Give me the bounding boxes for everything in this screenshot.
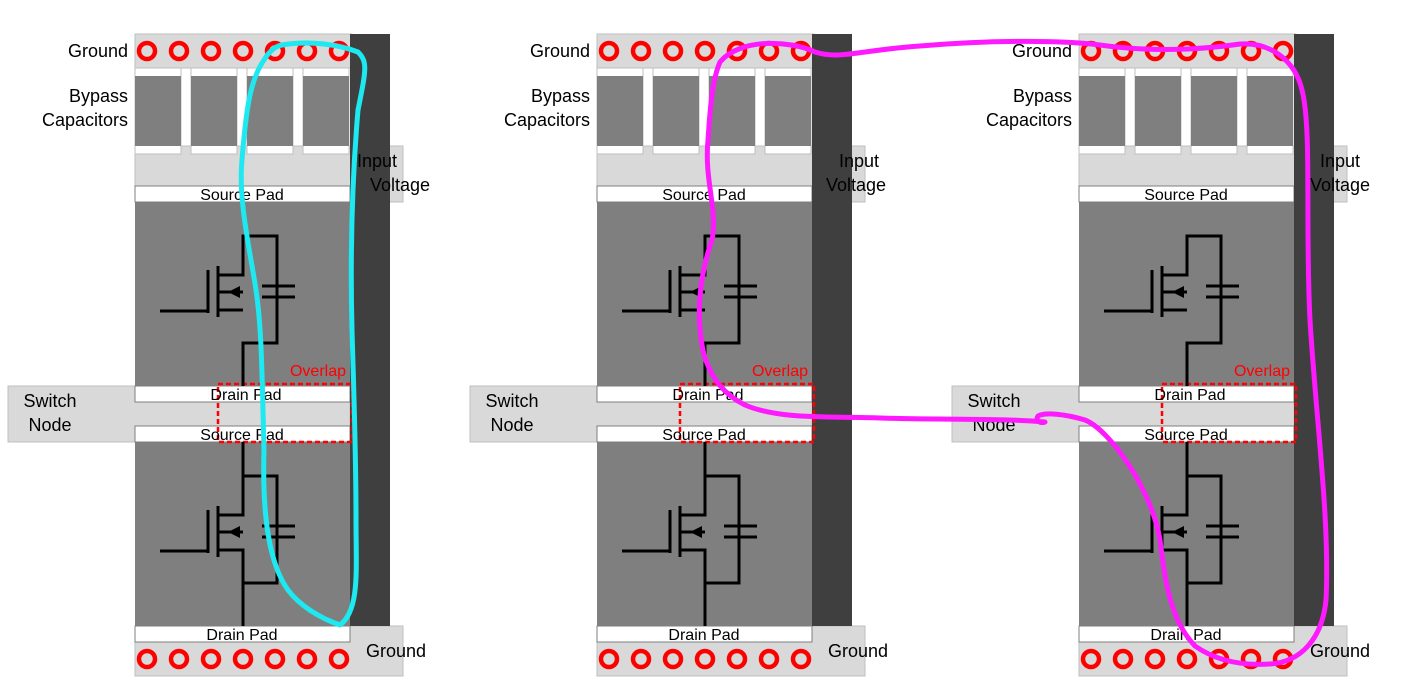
ground-label-top: Ground [530, 41, 590, 61]
drain-pad-label-mid: Drain Pad [1154, 387, 1225, 404]
overlap-label: Overlap [1234, 363, 1290, 380]
switch-label-line1: Switch [967, 391, 1020, 411]
switch-label-line1: Switch [23, 391, 76, 411]
current-loop-magenta [696, 38, 1330, 667]
drain-pad-label-bottom: Drain Pad [668, 627, 739, 644]
source-pad-label-mid: Source Pad [662, 427, 746, 444]
drain-pad-label-bottom: Drain Pad [206, 627, 277, 644]
input-label-line2: Voltage [826, 175, 886, 195]
bypass-label-line2: Capacitors [42, 110, 128, 130]
ground-label-top: Ground [68, 41, 128, 61]
switch-label-line2: Node [28, 415, 71, 435]
input-label-line1: Input [357, 151, 397, 171]
switch-label-line1: Switch [485, 391, 538, 411]
bypass-label-line2: Capacitors [504, 110, 590, 130]
panel-left: Ground Bypass Capacitors Input Voltage S… [8, 34, 430, 676]
bypass-label-line1: Bypass [1013, 86, 1072, 106]
ground-label-bottom: Ground [828, 641, 888, 661]
source-pad-label-top: Source Pad [662, 187, 746, 204]
current-loop-cyan [238, 40, 368, 628]
panel-middle: Ground Bypass Capacitors Input Voltage S… [470, 34, 888, 676]
switch-label-line2: Node [490, 415, 533, 435]
drain-pad-label-mid: Drain Pad [210, 387, 281, 404]
overlap-label: Overlap [752, 363, 808, 380]
ground-label-top: Ground [1012, 41, 1072, 61]
input-label-line2: Voltage [1310, 175, 1370, 195]
input-label-line2: Voltage [370, 175, 430, 195]
bypass-label-line1: Bypass [69, 86, 128, 106]
ground-label-bottom: Ground [366, 641, 426, 661]
source-pad-label-top: Source Pad [1144, 187, 1228, 204]
input-label-line1: Input [1320, 151, 1360, 171]
ground-label-bottom: Ground [1310, 641, 1370, 661]
source-pad-label-mid: Source Pad [200, 427, 284, 444]
bypass-label-line1: Bypass [531, 86, 590, 106]
source-pad-label-mid: Source Pad [1144, 427, 1228, 444]
overlap-label: Overlap [290, 363, 346, 380]
input-label-line1: Input [839, 151, 879, 171]
bypass-label-line2: Capacitors [986, 110, 1072, 130]
